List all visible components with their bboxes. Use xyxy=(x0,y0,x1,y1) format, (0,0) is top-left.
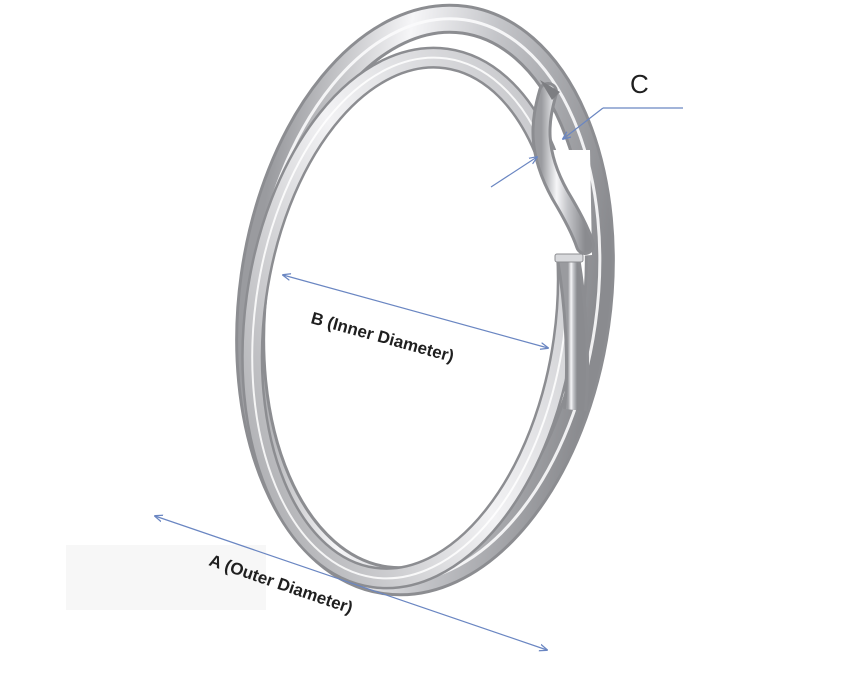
gap-dimension: C xyxy=(490,69,683,188)
inner-diameter-dimension: B (Inner Diameter) xyxy=(283,275,548,366)
split-ring-illustration xyxy=(235,3,615,597)
outer-diameter-arrow xyxy=(155,516,547,650)
gap-arrow-upper-diagonal xyxy=(563,107,604,139)
inner-diameter-arrow xyxy=(283,275,548,348)
gap-label: C xyxy=(630,69,649,99)
gap-arrow-lower xyxy=(490,157,537,188)
